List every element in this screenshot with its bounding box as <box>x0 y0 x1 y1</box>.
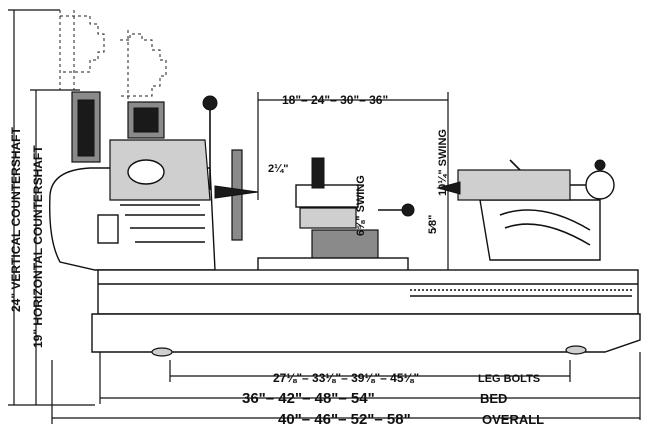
leg-bolts-values: 27⅛"– 33⅛"– 39⅛"– 45⅛" <box>273 371 419 385</box>
maker-logo-plate <box>127 159 165 185</box>
vertical-countershaft-label: 24" VERTICAL COUNTERSHAFT <box>9 127 23 312</box>
carriage-swing-label: 6⅝" SWING <box>355 175 367 236</box>
cross-slide <box>311 229 379 261</box>
lathe-bed <box>91 269 641 357</box>
tailstock <box>436 159 615 261</box>
tailstock-handwheel <box>585 170 615 200</box>
shift-lever-knob <box>202 95 218 111</box>
overall-label: OVERALL <box>482 412 544 427</box>
bed-swing-label: 10¼" SWING <box>437 129 449 196</box>
tailstock-center <box>436 181 461 195</box>
headstock-drive <box>71 91 165 163</box>
horizontal-countershaft-label: 19" HORIZONTAL COUNTERSHAFT <box>31 145 45 348</box>
tool-post <box>311 157 325 189</box>
bed-label: BED <box>480 391 507 406</box>
center-distance-label: 18"– 24"– 30"– 36" <box>282 93 388 107</box>
cross-slide-dim-label: 5⁄8" <box>427 215 439 234</box>
cross-slide-handle <box>401 203 415 217</box>
bed-values: 36"– 42"– 48"– 54" <box>242 390 375 407</box>
headstock-center <box>214 185 259 199</box>
headstock-nameplate <box>97 214 119 244</box>
headstock <box>49 95 243 271</box>
center-distance-dim <box>257 92 449 270</box>
tool-post-dim-label: 2¼" <box>268 163 289 175</box>
tailstock-lock-lever <box>509 159 521 171</box>
leg-bolts-label: LEG BOLTS <box>478 373 540 385</box>
overall-values: 40"– 46"– 52"– 58" <box>278 411 411 428</box>
length-dimension-lines <box>51 352 641 424</box>
